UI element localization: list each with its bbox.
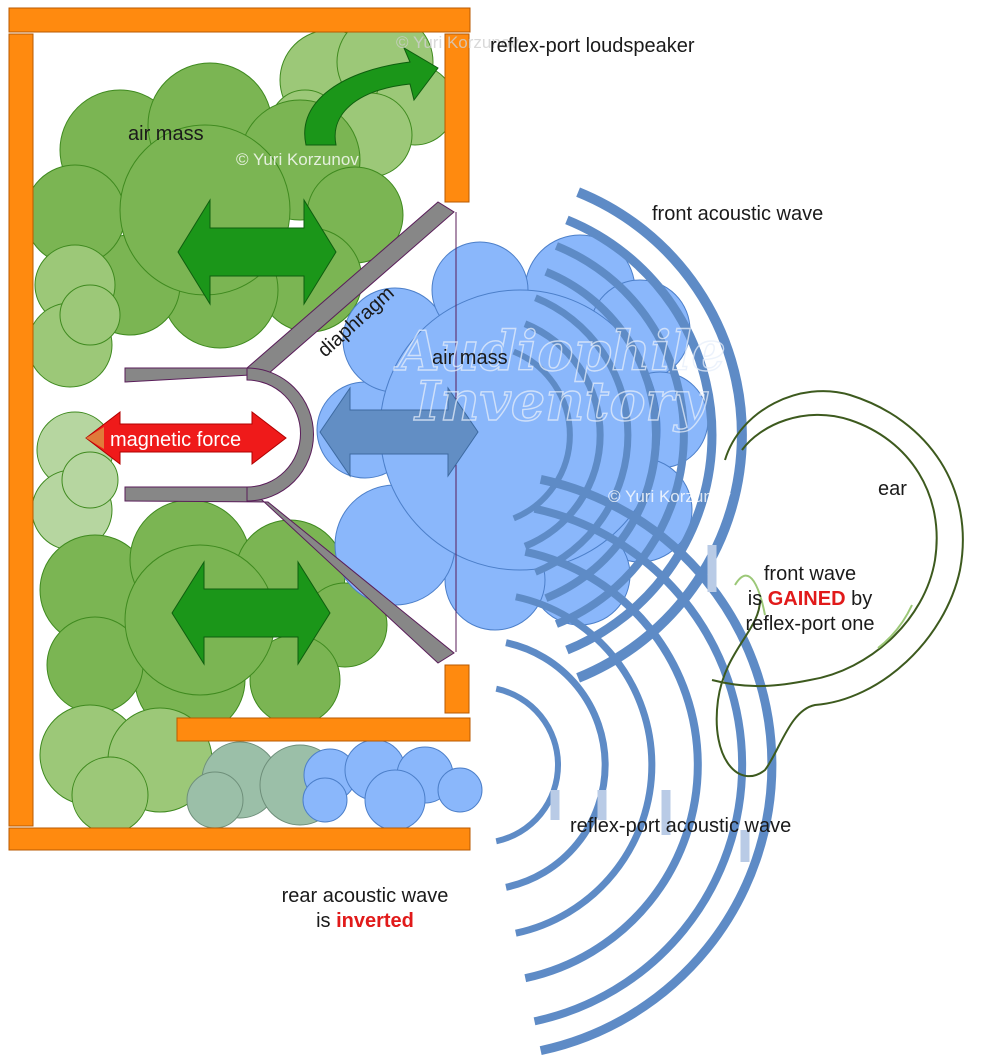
front-wave-arc-4: [544, 268, 661, 602]
port-wave-arc-3: [515, 593, 656, 937]
rear-air-double-arrow-upper: [177, 198, 337, 306]
rear-air-double-arrow-lower: [171, 560, 331, 666]
gained-highlight: GAINED: [768, 588, 846, 610]
port-wave-arc-4: [524, 547, 702, 983]
logo-watermark-line1: Audiophile: [393, 319, 726, 383]
port-air-mass: [186, 739, 483, 830]
svg-text:rear acoustic wave: rear acoustic wave: [282, 885, 449, 907]
port-wave-arc-5: [533, 504, 747, 1026]
copyright-watermark-3: © Yuri Korzunov: [396, 33, 519, 52]
air-mass-cloud-left-b: [31, 411, 119, 551]
dust-cap: [246, 367, 314, 502]
ear-outline: [711, 390, 964, 777]
front-wave-arc-6: [565, 215, 717, 655]
front-wave-arc-1: [512, 348, 573, 522]
port-wave-arc-2: [505, 639, 609, 891]
front-wave-arc-7: [576, 187, 747, 683]
copyright-watermark-2: © Yuri Korzunov: [608, 487, 731, 506]
label-air-mass-rear: air mass: [128, 123, 204, 145]
front-wave-arc-3: [534, 294, 632, 576]
front-wave-arc-2: [523, 320, 604, 550]
logo-watermark-line2: Inventory: [413, 369, 709, 433]
svg-text:reflex-port one: reflex-port one: [746, 613, 875, 635]
note-rear-wave-inverted: rear acoustic wave is inverted: [282, 885, 449, 932]
diaphragm-cone: [124, 201, 457, 664]
port-airflow-curved-arrow: [304, 46, 439, 146]
cabinet: [8, 7, 471, 851]
label-reflex-port-acoustic-wave: reflex-port acoustic wave: [570, 815, 791, 837]
port-wave-arc-1: [495, 685, 561, 845]
cabinet-top-panel: [8, 7, 471, 33]
svg-text:is inverted: is inverted: [316, 910, 414, 932]
reflex-port-tube: [176, 717, 471, 742]
copyright-watermark-1: © Yuri Korzunov: [236, 150, 359, 169]
front-wave-arc-5: [554, 242, 688, 628]
svg-text:is GAINED by: is GAINED by: [748, 588, 872, 610]
air-mass-cloud-bottom: [39, 704, 213, 834]
air-mass-cloud-left-a: [27, 244, 121, 388]
watermarks: Audiophile Inventory © Yuri Korzunov © Y…: [236, 33, 731, 506]
magnetic-force-arrow: [85, 410, 287, 466]
baffle-lower: [444, 664, 470, 714]
cabinet-back-panel: [8, 33, 34, 827]
front-acoustic-waves: [512, 187, 747, 683]
inverted-highlight: inverted: [336, 910, 414, 932]
magnetic-force-arrow-tip: [86, 427, 104, 449]
svg-text:front wave: front wave: [764, 563, 856, 585]
front-air-double-arrow: [319, 386, 479, 478]
label-air-mass-front: air mass: [432, 347, 508, 369]
label-ear: ear: [878, 478, 907, 500]
baffle-upper: [444, 33, 470, 203]
cabinet-bottom-panel: [8, 827, 471, 851]
label-front-acoustic-wave: front acoustic wave: [652, 203, 823, 225]
note-front-wave-gained: front wave is GAINED by reflex-port one: [746, 563, 875, 635]
label-magnetic-force: magnetic force: [110, 429, 241, 451]
wave-overlap-markers: [550, 545, 750, 862]
diagram-title: reflex-port loudspeaker: [490, 35, 695, 57]
reflex-port-acoustic-waves: [495, 474, 777, 1056]
port-wave-arc-6: [539, 474, 777, 1056]
